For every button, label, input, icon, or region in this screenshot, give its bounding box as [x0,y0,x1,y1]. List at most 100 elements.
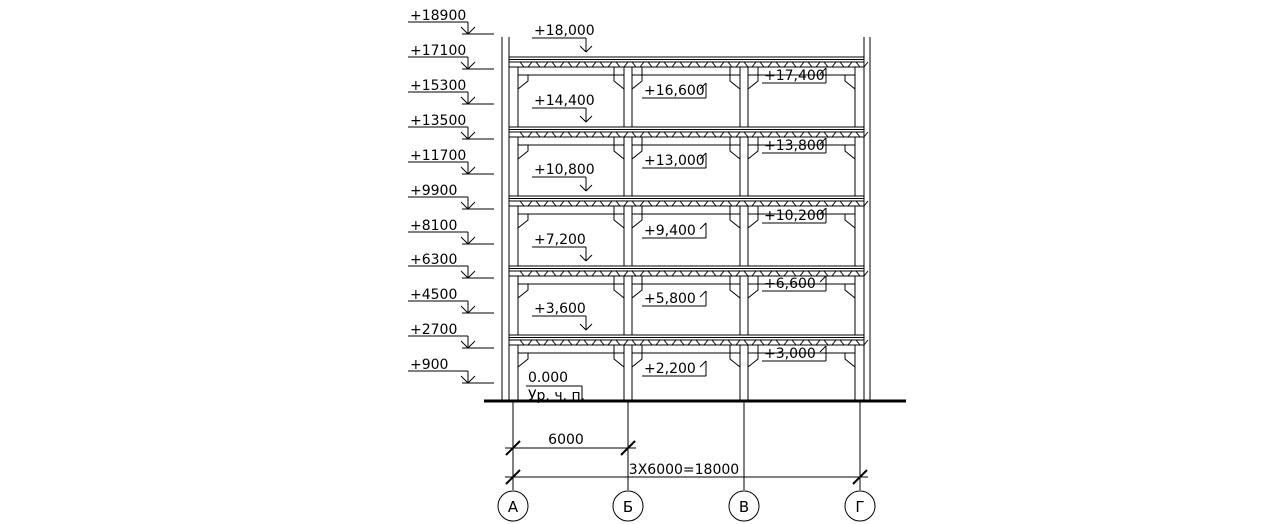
slab-rib [703,339,709,346]
elevation-arrow [467,26,476,35]
slab-rib [615,200,621,207]
slab-rib [847,61,853,68]
slab-rib [599,200,605,207]
level-mark-bay-b: +2,200 [644,361,696,377]
slab-rib [607,131,613,138]
slab-rib [607,61,613,68]
slab-rib [647,339,653,346]
column-console [613,74,625,90]
slab-rib [783,270,789,277]
slab-rib [743,270,749,277]
slab-rib [743,339,749,346]
slab-rib [735,131,741,138]
slab-rib [527,61,533,68]
slab-rib [527,131,533,138]
slab-rib [719,131,725,138]
slab-rib [671,339,677,346]
slab-rib [639,339,645,346]
mark-arrow [585,323,593,331]
slab-rib [551,131,557,138]
slab-rib [695,339,701,346]
level-mark-bay-a: +18,000 [534,23,595,39]
slab-rib [575,339,581,346]
column-console [747,74,759,90]
slab-rib [807,131,813,138]
slab-rib [783,131,789,138]
mark-arrow [579,115,587,123]
slab-rib [839,270,845,277]
level-mark-bay-c: +10,200 [764,208,825,224]
level-mark-bay-b: +16,600 [644,83,705,99]
crossbar-beam [517,205,615,215]
mark-arrow [699,222,707,230]
column-console [729,283,741,299]
slab-rib [743,61,749,68]
slab-rib [527,200,533,207]
slab-rib [751,339,757,346]
slab-rib [527,270,533,277]
slab-rib [583,339,589,346]
slab-rib [831,131,837,138]
slab-rib [807,200,813,207]
mark-arrow [819,275,827,283]
column-console [517,283,529,299]
elevation-arrow [460,340,469,349]
slab-rib [727,61,733,68]
slab-rib [647,270,653,277]
slab-rib [519,131,525,138]
slab-rib [535,131,541,138]
level-mark-bay-c: +6,600 [764,276,816,292]
mark-arrow [819,345,827,353]
elevation-label: +15300 [410,78,466,94]
slab-rib [519,270,525,277]
column-console [613,283,625,299]
slab-rib [671,270,677,277]
slab-rib [567,200,573,207]
elevation-label: +17100 [410,43,466,59]
slab-rib [815,131,821,138]
slab-rib [743,200,749,207]
slab-rib [767,339,773,346]
slab-rib [775,270,781,277]
slab-rib [583,131,589,138]
elevation-arrow [467,201,476,210]
slab-rib [799,200,805,207]
column-console [517,213,529,229]
slab-rib [695,61,701,68]
axis-bubble [612,490,644,522]
dimension-bay: 6000 [548,432,584,448]
column-console [844,352,856,368]
slab-rib [719,270,725,277]
mark-arrow [579,254,587,262]
slab-rib [679,200,685,207]
slab-rib [711,200,717,207]
dimension-tick [852,469,868,485]
slab-rib [855,131,861,138]
slab-rib [751,270,757,277]
slab-rib [575,200,581,207]
column-console [844,213,856,229]
level-mark-bay-b: +5,800 [644,291,696,307]
slab-rib [839,131,845,138]
elevation-arrow [467,305,476,314]
dimension-tick [505,440,521,456]
slab-rib [719,200,725,207]
slab-rib [775,131,781,138]
slab-rib [623,61,629,68]
crossbar-beam [641,205,731,215]
slab-rib [575,270,581,277]
column-console [631,144,643,160]
slab-rib [583,200,589,207]
crossbar-beam [757,344,856,354]
elevation-label: +8100 [410,218,457,234]
slab-rib [735,200,741,207]
slab-rib [687,131,693,138]
slab-rib [655,270,661,277]
slab-rib [863,339,869,346]
slab-rib [575,131,581,138]
slab-rib [591,339,597,346]
mark-arrow [579,45,587,53]
mark-arrow [699,290,707,298]
elevation-label: +6300 [410,252,457,268]
